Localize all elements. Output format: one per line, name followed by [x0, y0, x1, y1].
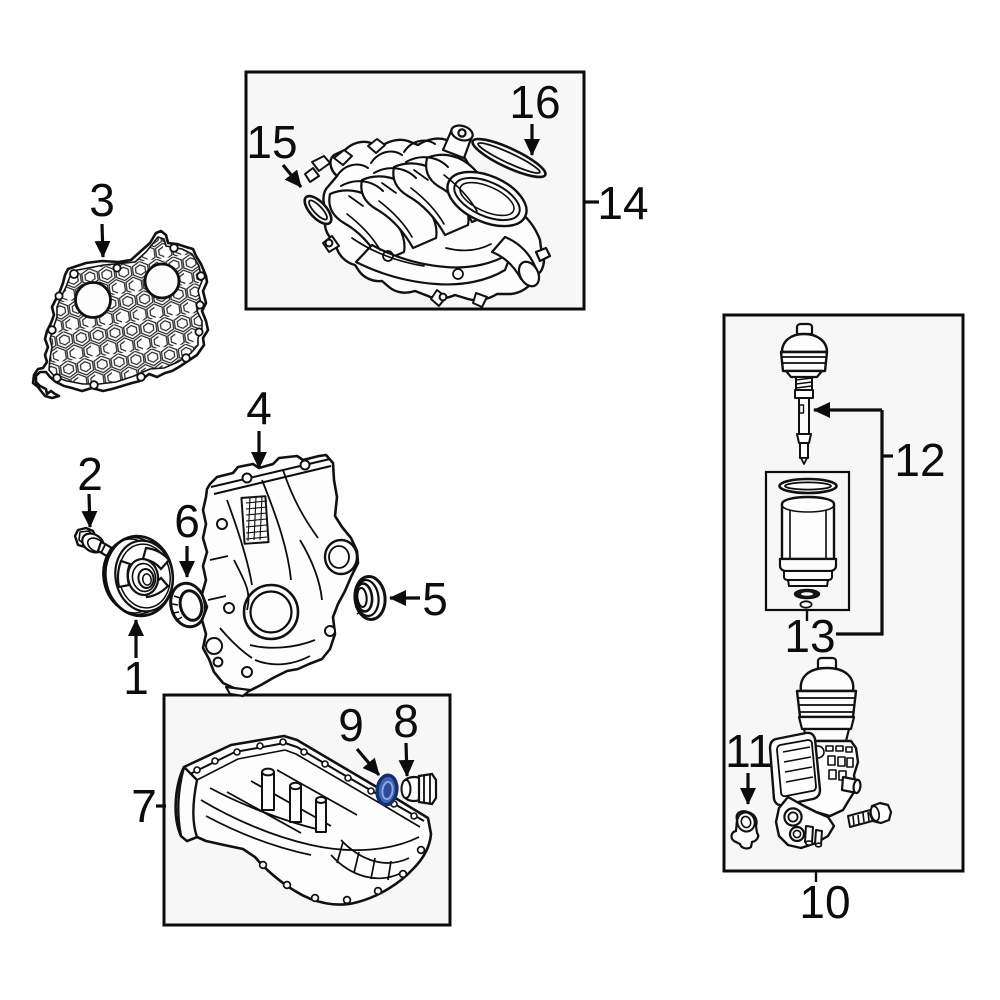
cover-side-boss	[323, 538, 359, 576]
callout-arrows	[81, 124, 893, 882]
part-4-drawing-timing-cover	[200, 453, 360, 698]
arrow-2	[81, 493, 98, 528]
part-9-drawing-highlighted-oring	[375, 773, 399, 807]
throttle-body-flange	[446, 170, 528, 228]
pan-flange-bolt-holes	[258, 845, 426, 905]
filter-element-inner-box	[764, 470, 851, 612]
part-15-drawing-gasket	[303, 194, 333, 226]
part-7-drawing-oil-pan	[174, 734, 433, 906]
callout-label-7: 7	[131, 780, 157, 832]
callout-label-15: 15	[246, 116, 297, 168]
arrow-15	[281, 163, 303, 189]
callout-label-6: 6	[174, 495, 200, 547]
plate-left-bore	[74, 281, 112, 319]
pan-left-wing	[177, 765, 199, 843]
arrow-8	[398, 742, 415, 777]
callout-label-12: 12	[894, 434, 945, 486]
manifold-top-clip	[333, 149, 353, 166]
part-11-drawing-cap	[730, 810, 760, 850]
oil-cooler-block	[768, 731, 822, 807]
oil-filter-callout-box	[722, 313, 965, 873]
callout-label-2: 2	[77, 448, 103, 500]
callout-label-1: 1	[123, 652, 149, 704]
housing-bottom-flange	[774, 795, 836, 850]
part-5-drawing-seal	[353, 575, 387, 621]
callout-label-10: 10	[799, 876, 850, 928]
part-14-drawing-intake-manifold	[304, 124, 552, 308]
part-16-drawing-gasket	[471, 137, 547, 179]
part-1-drawing-crank-pulley	[102, 534, 175, 618]
callout-label-4: 4	[246, 382, 272, 434]
arrow-3	[94, 223, 111, 258]
part-3-drawing-cam-housing-plate	[31, 229, 210, 400]
bracket-12	[836, 410, 884, 636]
callout-label-3: 3	[89, 174, 115, 226]
callout-label-9: 9	[338, 699, 364, 751]
plate-bolt-holes	[47, 243, 206, 390]
manifold-sensor-port	[441, 124, 474, 160]
part-10-drawing-filter-housing	[768, 656, 893, 850]
manifold-port-stub	[490, 235, 552, 288]
cover-vent-grid	[240, 495, 270, 545]
part-13-drawing-filter-element	[778, 477, 838, 609]
callout-label-11: 11	[725, 725, 773, 777]
part-12-drawing-filter-cap	[779, 322, 829, 465]
pan-standpipes	[261, 767, 327, 833]
callout-label-5: 5	[422, 573, 448, 625]
callout-label-13: 13	[784, 610, 835, 662]
housing-outlet-port	[840, 775, 862, 795]
arrow-9	[355, 747, 381, 777]
callout-label-8: 8	[393, 695, 419, 747]
cover-crank-opening	[242, 583, 300, 641]
callout-label-16: 16	[509, 76, 560, 128]
callout-label-14: 14	[597, 177, 648, 229]
plate-right-bore	[143, 262, 181, 300]
callout-labels: 1 2 3 4 5 6 7 8 9 10 11 12 13 14 15 16	[77, 76, 945, 928]
housing-bolt	[847, 801, 893, 828]
part-8-drawing-drain-plug	[400, 772, 438, 806]
